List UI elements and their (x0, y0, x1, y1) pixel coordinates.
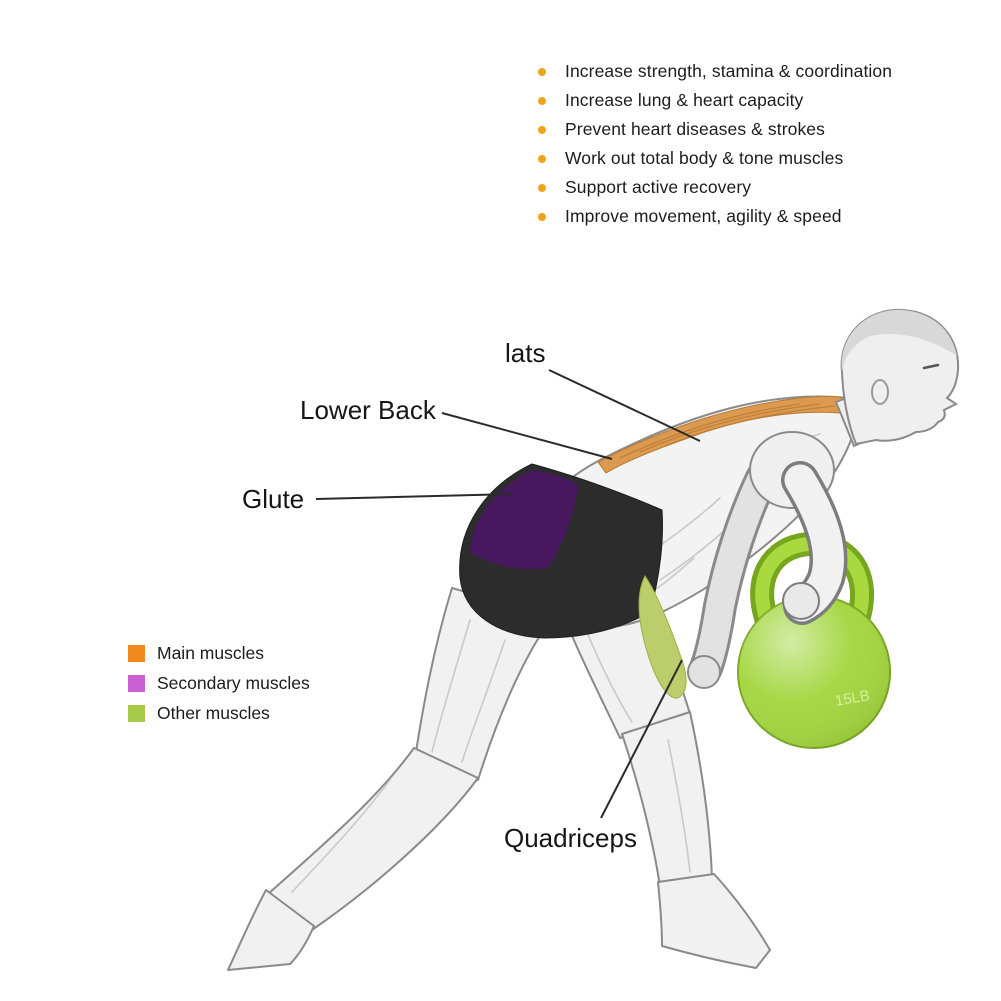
quadriceps-highlight (638, 575, 687, 699)
benefit-text: Support active recovery (565, 177, 752, 197)
benefit-item: Support active recovery (538, 173, 892, 202)
lats-pointer-line (548, 369, 701, 442)
head (834, 308, 960, 448)
skull (840, 308, 960, 446)
benefit-item: Increase lung & heart capacity (538, 86, 892, 115)
muscle-label-lats: lats (505, 338, 546, 368)
muscle-legend: Main muscles Secondary muscles Other mus… (128, 638, 310, 728)
near-hand (782, 582, 820, 620)
kettlebell: 15LB (737, 531, 891, 749)
bullet-icon (538, 183, 546, 192)
rear-calf (267, 747, 479, 931)
benefit-item: Improve movement, agility & speed (538, 202, 892, 231)
bullet-icon (538, 212, 546, 221)
legend-swatch-other (128, 704, 145, 722)
near-arm (749, 431, 848, 625)
benefit-item: Prevent heart diseases & strokes (538, 115, 892, 144)
muscle-label-lower-back: Lower Back (300, 395, 436, 425)
quadriceps-pointer-line (600, 659, 683, 819)
far-hand (687, 655, 721, 689)
muscle-label-glute: Glute (242, 484, 305, 514)
label-pointer-lines (315, 369, 701, 819)
benefit-text: Improve movement, agility & speed (565, 206, 842, 226)
rear-foot (227, 889, 315, 971)
kettlebell-weight-text: 15LB (834, 687, 871, 710)
benefit-item: Increase strength, stamina & coordinatio… (538, 57, 892, 86)
far-arm (687, 461, 779, 689)
eye (922, 363, 940, 370)
legend-item-secondary: Secondary muscles (128, 668, 310, 698)
lowerback-pointer-line (441, 412, 613, 460)
benefit-text: Work out total body & tone muscles (565, 148, 844, 168)
benefit-text: Prevent heart diseases & strokes (565, 119, 825, 139)
benefit-item: Work out total body & tone muscles (538, 144, 892, 173)
front-foot (657, 873, 771, 969)
ear-icon (871, 379, 889, 405)
front-leg (561, 598, 771, 969)
legend-swatch-main (128, 644, 145, 662)
bullet-icon (538, 67, 546, 76)
legend-label: Other muscles (157, 702, 270, 723)
bullet-icon (538, 154, 546, 163)
bullet-icon (538, 96, 546, 105)
front-calf (621, 711, 713, 887)
glute-highlight (470, 470, 578, 570)
legend-item-main: Main muscles (128, 638, 310, 668)
muscle-label-quadriceps: Quadriceps (504, 823, 637, 853)
benefit-text: Increase lung & heart capacity (565, 90, 804, 110)
legend-label: Secondary muscles (157, 672, 310, 693)
rear-leg (227, 587, 546, 971)
legend-swatch-secondary (128, 674, 145, 692)
legend-item-other: Other muscles (128, 698, 310, 728)
legend-label: Main muscles (157, 642, 264, 663)
bullet-icon (538, 125, 546, 134)
glute-pointer-line (315, 493, 513, 500)
benefits-list: Increase strength, stamina & coordinatio… (538, 57, 892, 231)
hair (841, 309, 957, 372)
benefit-text: Increase strength, stamina & coordinatio… (565, 61, 893, 81)
